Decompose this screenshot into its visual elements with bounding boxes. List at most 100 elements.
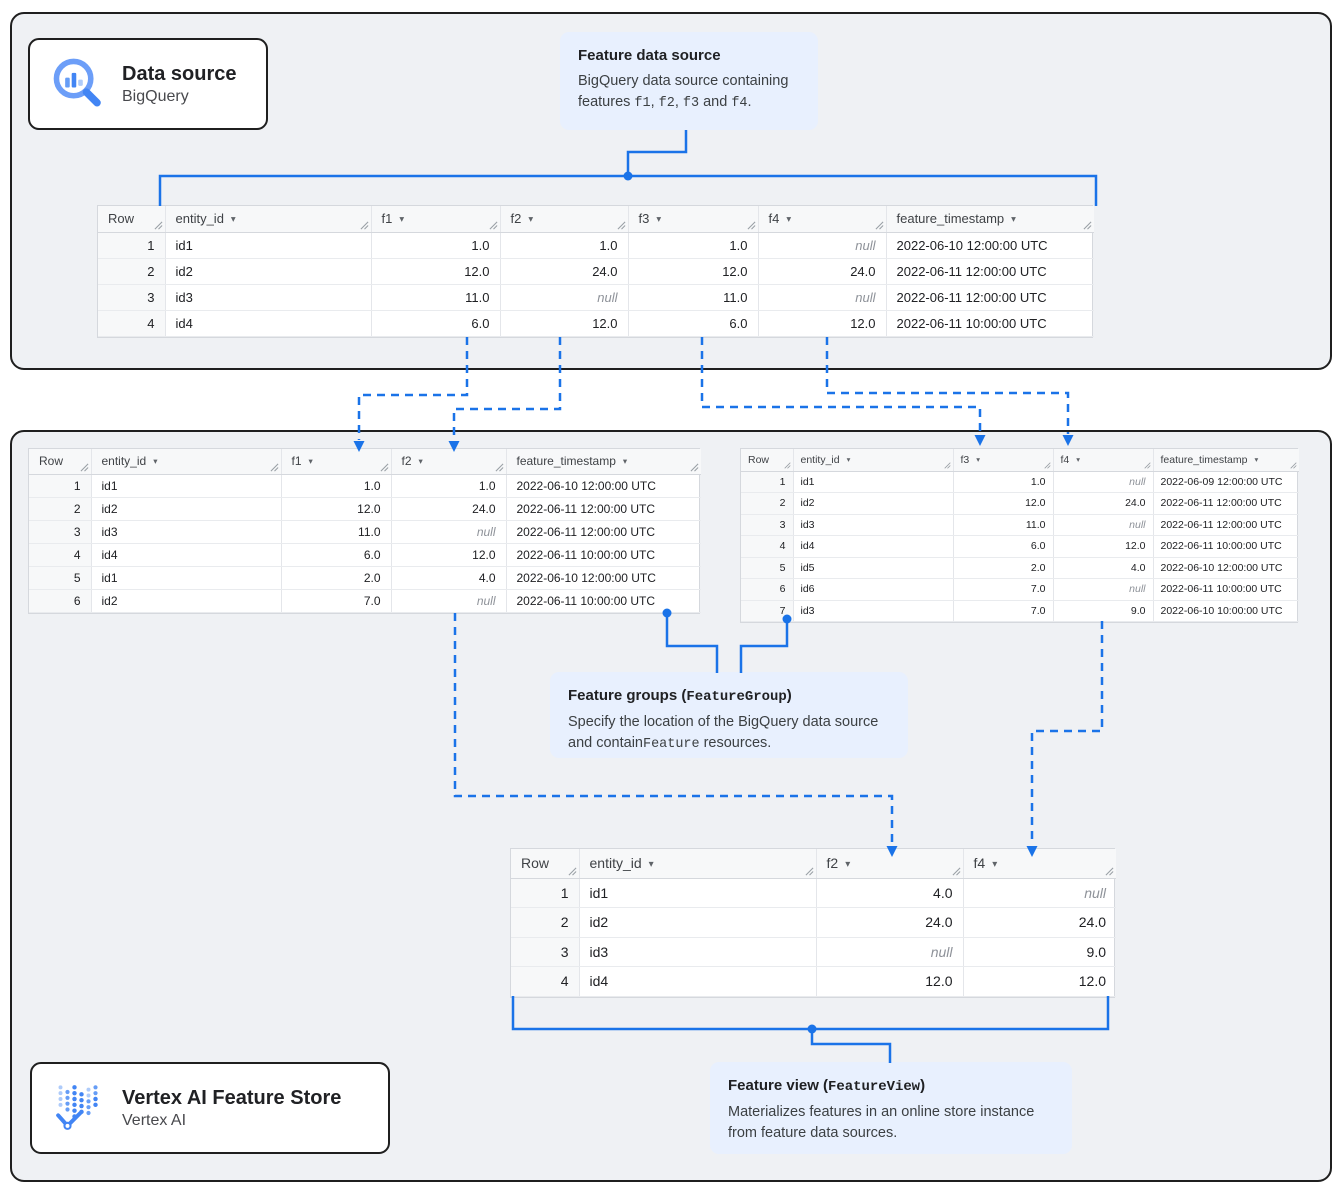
resize-handle-icon [80, 463, 89, 472]
table-cell: id4 [793, 535, 954, 558]
resize-handle-icon [380, 463, 389, 472]
table-cell: 2 [511, 907, 580, 938]
table-cell: 2022-06-11 12:00:00 UTC [886, 258, 1094, 285]
column-header-f4: f4▾ [963, 849, 1116, 879]
resize-handle-icon [952, 867, 961, 876]
resize-handle-icon [489, 221, 498, 230]
table-cell: 2022-06-11 10:00:00 UTC [1153, 578, 1299, 601]
sort-arrow-icon: ▾ [308, 456, 313, 467]
vertex-card-title: Vertex AI Feature Store [122, 1086, 342, 1109]
table-cell: null [391, 589, 507, 613]
resize-handle-icon [690, 463, 699, 472]
table-cell: id5 [793, 557, 954, 579]
table-cell: 9.0 [963, 937, 1116, 967]
table-cell: 12.0 [391, 543, 507, 567]
callout-title: Feature groups (FeatureGroup) [568, 687, 792, 705]
table-cell: 4 [98, 310, 166, 337]
table-cell: 12.0 [758, 310, 887, 337]
table-cell: 1 [511, 878, 580, 908]
column-header-feature_timestamp: feature_timestamp▾ [506, 449, 701, 475]
table-cell: 1.0 [391, 474, 507, 498]
column-header-f1: f1▾ [371, 206, 501, 233]
sort-arrow-icon: ▾ [786, 214, 792, 225]
table-cell: 2022-06-10 12:00:00 UTC [886, 232, 1094, 259]
bigquery-icon [48, 53, 106, 116]
resize-handle-icon [270, 463, 279, 472]
table-cell: 3 [511, 937, 580, 967]
column-header-f4: f4▾ [1053, 449, 1154, 472]
table-cell: 2022-06-11 12:00:00 UTC [886, 284, 1094, 311]
table-cell: 11.0 [371, 284, 501, 311]
table-cell: 2022-06-11 10:00:00 UTC [506, 543, 701, 567]
vertex-feature-store-card: Vertex AI Feature Store Vertex AI [30, 1062, 390, 1154]
table-cell: null [758, 284, 887, 311]
table-cell: null [500, 284, 629, 311]
table-cell: 4 [741, 535, 794, 558]
table-cell: 2 [29, 497, 92, 521]
column-header-entity_id: entity_id▾ [165, 206, 372, 233]
resize-handle-icon [747, 221, 756, 230]
table-cell: 7.0 [281, 589, 392, 613]
table-cell: id2 [793, 492, 954, 515]
callout-body: Materializes features in an online store… [728, 1104, 1035, 1141]
table-cell: 2022-06-10 10:00:00 UTC [1153, 600, 1299, 622]
table-cell: 24.0 [500, 258, 629, 285]
table-cell: 1.0 [371, 232, 501, 259]
table-cell: 24.0 [1053, 492, 1154, 515]
column-header-f2: f2▾ [816, 849, 964, 879]
table-cell: 7.0 [953, 578, 1054, 601]
table-cell: 4.0 [391, 566, 507, 590]
resize-handle-icon [943, 461, 951, 469]
table-cell: id4 [579, 966, 817, 997]
table-cell: 3 [29, 520, 92, 544]
table-cell: id2 [579, 907, 817, 938]
table-cell: 6.0 [371, 310, 501, 337]
feature-groups-callout: Feature groups (FeatureGroup) Specify th… [550, 672, 908, 758]
resize-handle-icon [154, 221, 163, 230]
resize-handle-icon [1290, 461, 1297, 469]
table-cell: 12.0 [963, 966, 1116, 997]
table-cell: 2022-06-11 10:00:00 UTC [506, 589, 701, 613]
resize-handle-icon [495, 463, 504, 472]
sort-arrow-icon: ▾ [399, 214, 405, 225]
table-cell: id3 [793, 600, 954, 622]
data-source-card: Data source BigQuery [28, 38, 268, 130]
sort-arrow-icon: ▾ [418, 456, 423, 467]
data-source-card-title: Data source [122, 62, 237, 85]
resize-handle-icon [1043, 461, 1051, 469]
table-cell: id6 [793, 578, 954, 601]
resize-handle-icon [360, 221, 369, 230]
table-cell: 2022-06-10 12:00:00 UTC [506, 566, 701, 590]
table-cell: id2 [91, 497, 282, 521]
resize-handle-icon [1143, 461, 1151, 469]
table-cell: id4 [165, 310, 372, 337]
table-cell: 6.0 [953, 535, 1054, 558]
table-cell: 2 [98, 258, 166, 285]
callout-title: Feature data source [578, 47, 721, 64]
column-header-feature_timestamp: feature_timestamp▾ [886, 206, 1094, 233]
table-cell: 5 [741, 557, 794, 579]
column-header-f3: f3▾ [628, 206, 759, 233]
table-cell: 2022-06-11 12:00:00 UTC [1153, 492, 1299, 515]
table-cell: id3 [793, 514, 954, 536]
table-cell: 4.0 [1053, 557, 1154, 579]
table-cell: 1 [29, 474, 92, 498]
feature-data-source-callout: Feature data source BigQuery data source… [560, 32, 818, 130]
table-cell: 4 [511, 966, 580, 997]
feature-view-callout: Feature view (FeatureView) Materializes … [710, 1062, 1072, 1154]
table-cell: 7.0 [953, 600, 1054, 622]
sort-arrow-icon: ▾ [1011, 214, 1016, 225]
table-cell: 6 [741, 578, 794, 601]
